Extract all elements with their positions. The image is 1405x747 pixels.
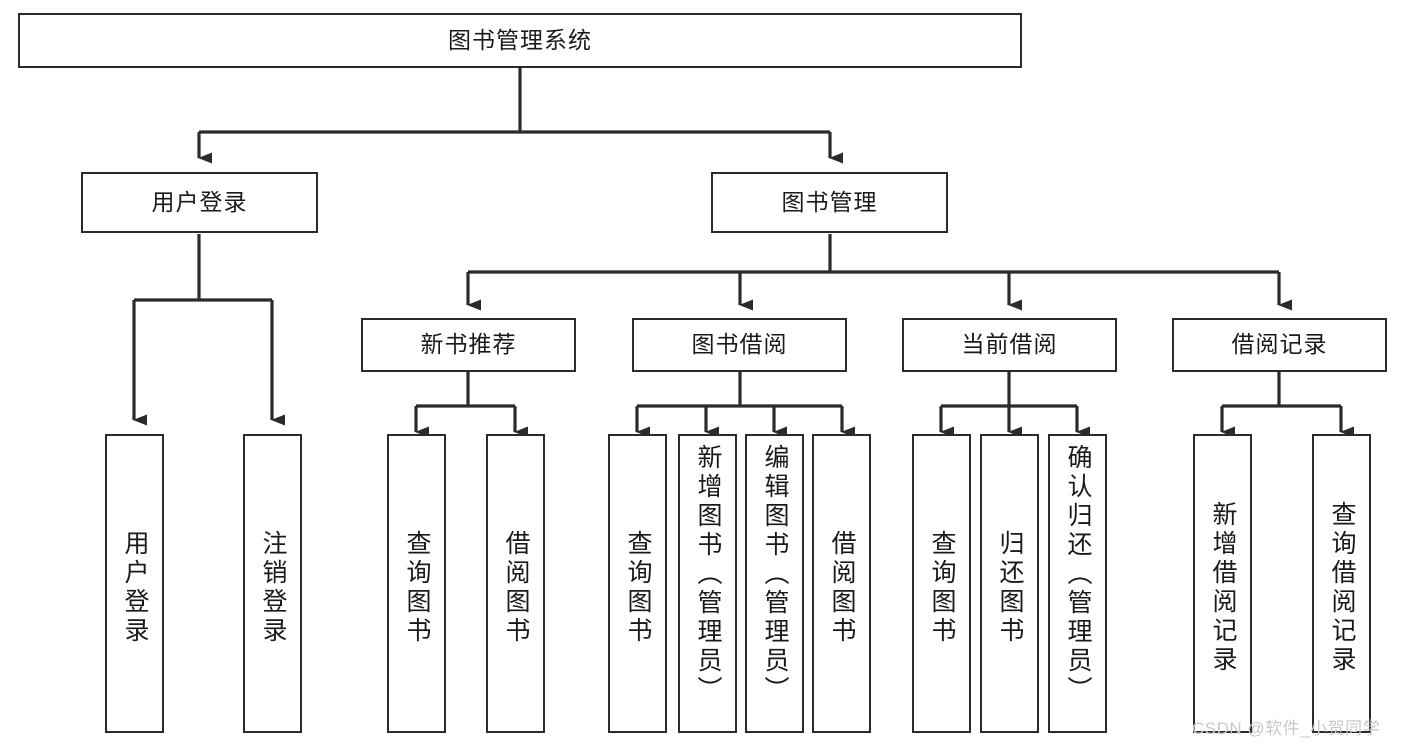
leaf-confirm-return-label: 确认归还（管理员） <box>1064 444 1092 705</box>
leaf-query-book-2-label: 查询图书 <box>624 529 652 646</box>
node-current-borrow-label: 当前借阅 <box>961 331 1058 358</box>
leaf-return-book[interactable]: 归还图书 <box>980 434 1039 733</box>
leaf-query-book-1[interactable]: 查询图书 <box>387 434 446 733</box>
node-book-borrow-label: 图书借阅 <box>691 331 788 358</box>
leaf-add-book[interactable]: 新增图书（管理员） <box>678 434 737 733</box>
leaf-query-record-label: 查询借阅记录 <box>1328 500 1356 675</box>
leaf-logout-label: 注销登录 <box>259 529 287 646</box>
leaf-query-record[interactable]: 查询借阅记录 <box>1312 434 1371 733</box>
node-book-borrow[interactable]: 图书借阅 <box>632 318 847 372</box>
leaf-add-record-label: 新增借阅记录 <box>1209 500 1237 675</box>
leaf-edit-book-label: 编辑图书（管理员） <box>761 444 789 705</box>
leaf-edit-book[interactable]: 编辑图书（管理员） <box>745 434 804 733</box>
node-borrow-record-label: 借阅记录 <box>1231 331 1328 358</box>
leaf-add-record[interactable]: 新增借阅记录 <box>1193 434 1252 733</box>
leaf-query-book-3[interactable]: 查询图书 <box>912 434 971 733</box>
node-user-login[interactable]: 用户登录 <box>81 172 318 233</box>
node-new-book-recommend[interactable]: 新书推荐 <box>361 318 576 372</box>
node-borrow-record[interactable]: 借阅记录 <box>1172 318 1387 372</box>
leaf-borrow-book-1[interactable]: 借阅图书 <box>486 434 545 733</box>
node-root[interactable]: 图书管理系统 <box>18 13 1022 68</box>
leaf-confirm-return[interactable]: 确认归还（管理员） <box>1048 434 1107 733</box>
leaf-query-book-2[interactable]: 查询图书 <box>608 434 667 733</box>
node-root-label: 图书管理系统 <box>448 26 592 53</box>
leaf-user-login[interactable]: 用户登录 <box>105 434 164 733</box>
leaf-query-book-1-label: 查询图书 <box>403 529 431 646</box>
leaf-logout[interactable]: 注销登录 <box>243 434 302 733</box>
leaf-borrow-book-2[interactable]: 借阅图书 <box>812 434 871 733</box>
leaf-return-book-label: 归还图书 <box>996 529 1024 646</box>
node-book-manage[interactable]: 图书管理 <box>711 172 948 233</box>
node-new-book-recommend-label: 新书推荐 <box>420 331 517 358</box>
node-user-login-label: 用户登录 <box>151 188 248 215</box>
leaf-user-login-label: 用户登录 <box>121 529 149 646</box>
leaf-borrow-book-2-label: 借阅图书 <box>828 529 856 646</box>
leaf-add-book-label: 新增图书（管理员） <box>694 444 722 705</box>
node-book-manage-label: 图书管理 <box>781 188 878 215</box>
leaf-borrow-book-1-label: 借阅图书 <box>502 529 530 646</box>
leaf-query-book-3-label: 查询图书 <box>928 529 956 646</box>
node-current-borrow[interactable]: 当前借阅 <box>902 318 1117 372</box>
